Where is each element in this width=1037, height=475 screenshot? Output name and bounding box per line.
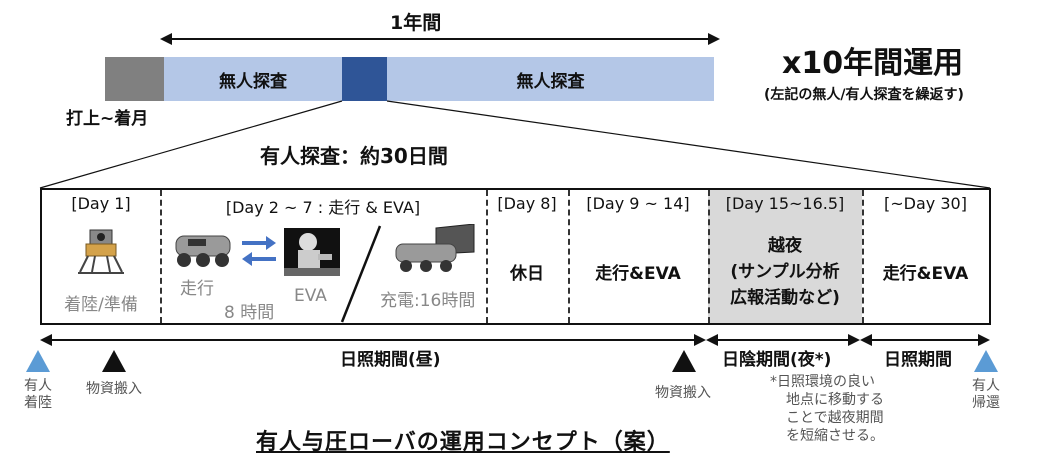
manned-exploration-title: 有人探査：約30日間 [260, 144, 448, 168]
night-shading [708, 190, 862, 323]
holiday-label: 休日 [510, 264, 544, 284]
year-span-arrow [160, 33, 720, 45]
divider-3 [568, 190, 570, 323]
operation-years-title: x10年間運用 [782, 46, 964, 81]
crew-landing-label-2: 着陸 [24, 395, 52, 411]
crew-landing-marker [26, 350, 50, 372]
column-day2-7: [Day 2 ~ 7 : 走行 & EVA] 走行 8 時間 EVA [160, 190, 486, 323]
daylight-period-label: 日照期間(昼) [340, 350, 441, 370]
column-header: [Day 8] [497, 194, 557, 213]
day-schedule-box: [Day 1] 着陸/準備 [Day 2 ~ 7 : 走行 & EVA] [40, 188, 991, 325]
launch-label: 打上~着月 [66, 109, 149, 129]
lunar-lander-icon [78, 229, 124, 274]
cargo-marker-2 [672, 350, 696, 372]
arrows-exchange-icon [242, 236, 276, 266]
crew-landing-label-1: 有人 [24, 378, 52, 394]
column-day8: [Day 8] 休日 [486, 190, 568, 323]
drive-eva-label: 走行&EVA [882, 264, 969, 284]
drive-label: 走行 [180, 279, 214, 299]
charge-label: 充電:16時間 [380, 291, 476, 311]
night-line-3: 広報活動など) [730, 288, 840, 308]
cargo-marker-1 [102, 350, 126, 372]
night-line-2: (サンプル分析 [730, 262, 840, 282]
footnote-line-1: *日照環境の良い [770, 374, 875, 390]
rover-icon [175, 235, 231, 267]
zoom-lines [39, 100, 991, 189]
eva-label: EVA [294, 286, 327, 306]
slash-divider [340, 225, 382, 323]
footnote-line-4: を短縮させる。 [786, 428, 884, 444]
astronaut-eva-icon [284, 228, 340, 276]
daylight-period-label-2: 日照期間 [884, 350, 952, 370]
launch-segment [105, 57, 164, 101]
year-label: 1年間 [390, 12, 442, 34]
divider-5 [862, 190, 864, 323]
landing-prep-label: 着陸/準備 [64, 295, 138, 315]
column-header: [Day 9 ~ 14] [586, 194, 690, 213]
cargo-label-1: 物資搬入 [86, 381, 142, 397]
column-header: [~Day 30] [884, 194, 967, 213]
crew-return-label-2: 帰還 [972, 395, 1000, 411]
divider-4 [708, 190, 710, 323]
rover-solar-icon [395, 224, 475, 272]
column-header: [Day 2 ~ 7 : 走行 & EVA] [225, 198, 421, 217]
night-period-label: 日陰期間(夜*) [722, 350, 832, 370]
unmanned-segment-1: 無人探査 [164, 57, 342, 101]
unmanned-segment-2: 無人探査 [387, 57, 714, 101]
column-header: [Day 1] [71, 194, 131, 213]
footnote-line-2: 地点に移動する [786, 392, 884, 408]
night-line-1: 越夜 [768, 236, 802, 256]
divider-2 [486, 190, 488, 323]
operation-years-subtitle: (左記の無人/有人探査を繰返す) [764, 87, 964, 103]
diagram-caption: 有人与圧ローバの運用コンセプト（案） [256, 430, 670, 455]
crew-return-marker [974, 350, 998, 372]
manned-segment [342, 57, 387, 101]
column-day9-14: [Day 9 ~ 14] 走行&EVA [568, 190, 708, 323]
column-day30: [~Day 30] 走行&EVA [862, 190, 989, 323]
divider-1 [160, 190, 162, 323]
column-day15-16: [Day 15~16.5] 越夜 (サンプル分析 広報活動など) [708, 190, 862, 323]
drive-eva-label: 走行&EVA [595, 264, 681, 284]
footnote-line-3: ことで越夜期間 [786, 410, 884, 426]
crew-return-label-1: 有人 [972, 378, 1000, 394]
drive-hours-label: 8 時間 [224, 303, 275, 323]
column-day1: [Day 1] 着陸/準備 [42, 190, 160, 323]
cargo-label-2: 物資搬入 [655, 385, 711, 401]
period-arrows [40, 334, 990, 346]
column-header: [Day 15~16.5] [725, 194, 845, 213]
